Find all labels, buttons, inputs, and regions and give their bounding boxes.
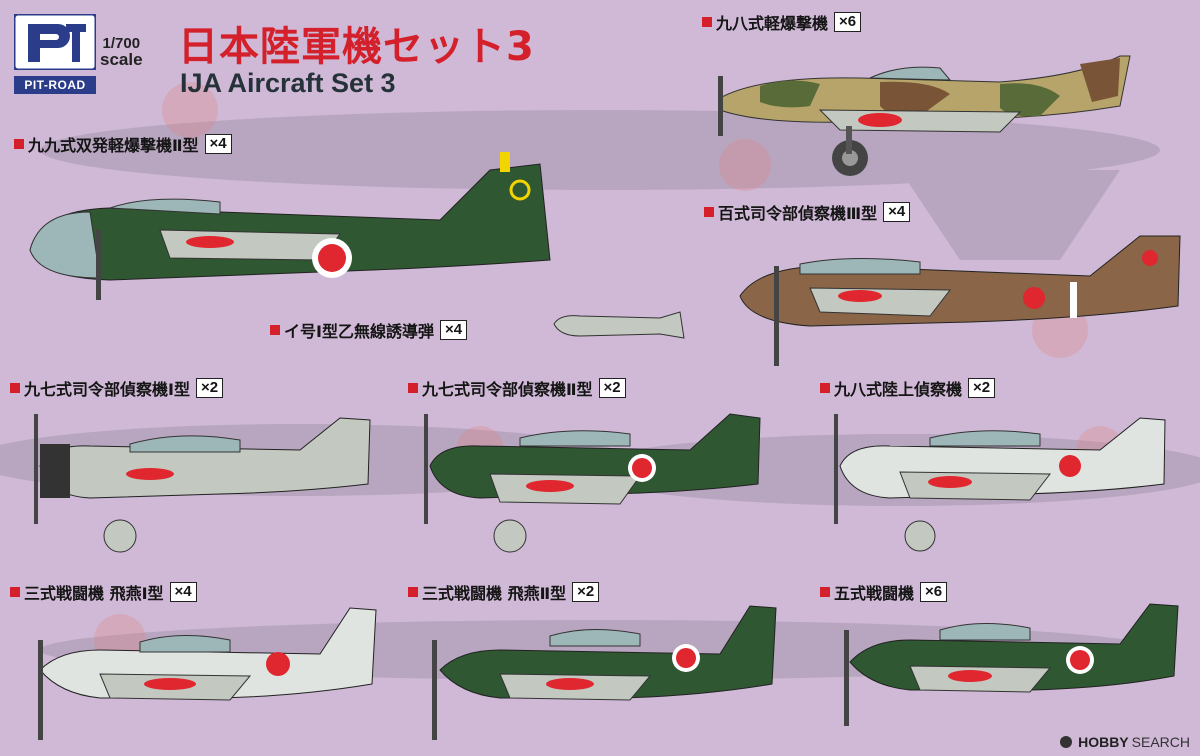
label-name: 九八式軽爆撃機 — [716, 14, 829, 33]
label-name: 九九式双発軽爆撃機Ⅱ型 — [28, 136, 199, 155]
bullet-square-icon — [704, 207, 714, 217]
scale-word: scale — [100, 50, 143, 69]
quantity-badge: ×6 — [920, 582, 948, 602]
type100-command-recon-drawing — [739, 235, 1181, 366]
bullet-square-icon — [14, 139, 24, 149]
label-type97-recon-1: 九七式司令部偵察機Ⅰ型 ×2 — [10, 376, 224, 400]
ki61-hien-2-drawing — [432, 605, 777, 740]
ki61-hien-1-drawing — [38, 607, 377, 740]
label-name: 三式戦闘機 飛燕Ⅰ型 — [24, 584, 164, 603]
quantity-badge: ×4 — [204, 134, 232, 154]
label-type98-light-bomber: 九八式軽爆撃機 ×6 — [702, 10, 862, 34]
type97-recon-1-drawing — [34, 414, 371, 553]
bullet-square-icon — [408, 383, 418, 393]
bullet-square-icon — [820, 587, 830, 597]
label-name: 百式司令部偵察機Ⅲ型 — [718, 204, 878, 223]
bullet-square-icon — [10, 383, 20, 393]
scale-ratio: 1/700 — [102, 35, 141, 52]
label-name: 九八式陸上偵察機 — [834, 380, 963, 399]
label-type100-recon: 百式司令部偵察機Ⅲ型 ×4 — [704, 200, 911, 224]
label-name: イ号Ⅰ型乙無線誘導弾 — [284, 322, 434, 341]
type98-light-bomber-drawing — [718, 55, 1131, 176]
pit-road-logo: PIT-ROAD — [12, 12, 98, 94]
bullet-square-icon — [270, 325, 280, 335]
type5-fighter-drawing — [844, 603, 1179, 726]
quantity-badge: ×4 — [169, 582, 197, 602]
brand-name: PIT-ROAD — [14, 76, 96, 94]
label-name: 九七式司令部偵察機Ⅱ型 — [422, 380, 593, 399]
bullet-square-icon — [408, 587, 418, 597]
scale-badge: 1/700 scale — [100, 35, 143, 69]
label-name: 九七式司令部偵察機Ⅰ型 — [24, 380, 190, 399]
page-title-english: IJA Aircraft Set 3 — [180, 68, 396, 98]
quantity-badge: ×2 — [598, 378, 626, 398]
label-name: 三式戦闘機 飛燕Ⅱ型 — [422, 584, 567, 603]
pit-road-logo-icon — [12, 12, 98, 72]
quantity-badge: ×2 — [195, 378, 224, 398]
label-i-go-missile: イ号Ⅰ型乙無線誘導弾 ×4 — [270, 318, 468, 342]
quantity-badge: ×2 — [572, 582, 600, 602]
type97-recon-2-drawing — [424, 413, 761, 553]
page-title-japanese: 日本陸軍機セット3 — [178, 24, 535, 70]
bullet-square-icon — [702, 17, 712, 27]
type99-twin-light-bomber-drawing — [29, 152, 551, 300]
quantity-badge: ×4 — [883, 202, 911, 222]
label-ki61-hien-1: 三式戦闘機 飛燕Ⅰ型 ×4 — [10, 580, 197, 604]
hobby-search-logo-icon — [1060, 736, 1073, 748]
watermark-text: SEARCH — [1131, 734, 1190, 750]
quantity-badge: ×2 — [968, 378, 996, 398]
bullet-square-icon — [10, 587, 20, 597]
label-type97-recon-2: 九七式司令部偵察機Ⅱ型 ×2 — [408, 376, 626, 400]
label-type5-fighter: 五式戦闘機 ×6 — [820, 580, 948, 604]
label-name: 五式戦闘機 — [834, 584, 915, 603]
type98-land-recon-drawing — [834, 414, 1166, 552]
watermark-brand: HOBBY — [1078, 734, 1129, 750]
label-ki61-hien-2: 三式戦闘機 飛燕Ⅱ型 ×2 — [408, 580, 600, 604]
quantity-badge: ×6 — [834, 12, 862, 32]
bullet-square-icon — [820, 383, 830, 393]
hobby-search-watermark: HOBBY SEARCH — [1059, 734, 1190, 750]
label-type99-twin-light-bomber: 九九式双発軽爆撃機Ⅱ型 ×4 — [14, 132, 232, 156]
label-type98-recon: 九八式陸上偵察機 ×2 — [820, 376, 996, 400]
i-go-missile-drawing — [553, 311, 685, 339]
quantity-badge: ×4 — [439, 320, 468, 340]
